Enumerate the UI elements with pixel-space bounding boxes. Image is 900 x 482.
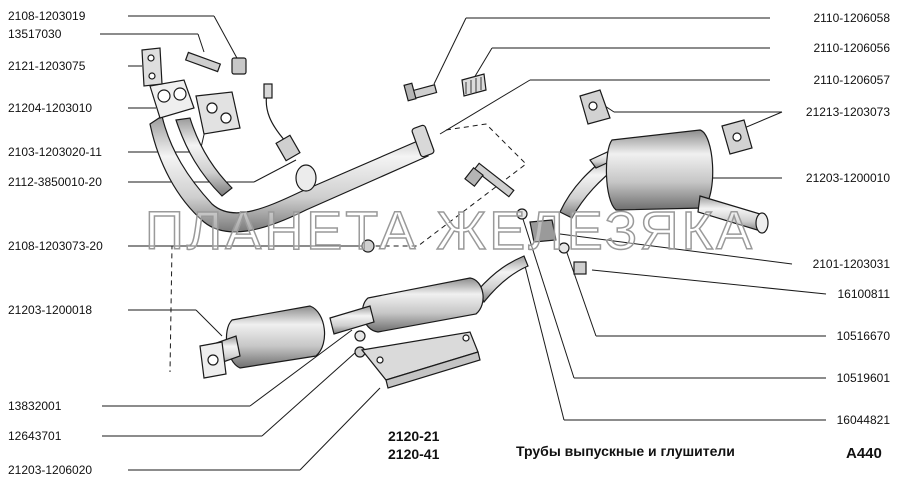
bracket-2101-1203031	[529, 219, 557, 243]
diagram-code: A440	[846, 445, 882, 462]
spring-bolt	[403, 73, 487, 102]
rubber-hanger-1	[579, 89, 611, 125]
label-left-6: 2112-3850010-20	[8, 175, 102, 189]
leader-16100811	[591, 269, 827, 295]
catalytic-converter	[199, 305, 326, 379]
label-left-9: 13832001	[8, 399, 62, 413]
label-left-7: 2108-1203073-20	[8, 239, 103, 253]
nut-2108-1203019	[231, 57, 247, 75]
label-right-5: 21203-1200010	[805, 171, 890, 185]
label-right-4: 21213-1203073	[805, 105, 890, 119]
washer-10519601	[516, 208, 528, 220]
nut-16100811	[573, 261, 587, 275]
diagram-title: Трубы выпускные и глушители	[516, 443, 735, 459]
rear-muffler	[559, 129, 769, 234]
label-left-2: 13517030	[8, 27, 62, 41]
label-right-6: 2101-1203031	[812, 257, 890, 271]
assembly-dashed-line	[169, 123, 527, 373]
label-right-7: 16100811	[837, 287, 891, 301]
label-left-8: 21203-1200018	[8, 303, 93, 317]
label-right-10: 16044821	[836, 413, 890, 427]
front-exhaust-pipe	[149, 115, 435, 233]
model-number-1: 2120-21	[388, 428, 440, 444]
label-left-3: 2121-1203075	[8, 59, 86, 73]
label-right-1: 2110-1206058	[813, 11, 890, 25]
label-left-5: 2103-1203020-11	[8, 145, 102, 159]
model-number-2: 2120-41	[388, 446, 440, 462]
stud-13517030	[184, 51, 222, 73]
washer-13832001	[354, 330, 366, 342]
label-right-8: 10516670	[836, 329, 890, 343]
rubber-hanger-2	[721, 119, 753, 155]
label-left-1: 2108-1203019	[8, 9, 86, 23]
label-right-2: 2110-1206056	[813, 41, 890, 55]
oxygen-sensor	[263, 83, 301, 162]
label-right-9: 10519601	[836, 371, 890, 385]
intermediate-pipe-resonator	[329, 255, 529, 335]
clamp-plate	[141, 47, 163, 87]
manifold-flange-gasket	[149, 79, 241, 135]
label-left-4: 21204-1203010	[8, 101, 93, 115]
heat-shield-21203-1206020	[360, 331, 481, 389]
leader-2101-1203031	[559, 233, 793, 265]
bolt-16044821	[464, 162, 515, 198]
label-left-11: 21203-1206020	[8, 463, 93, 477]
nut-2108-1203073-20	[361, 239, 375, 253]
label-left-10: 12643701	[8, 429, 62, 443]
washer-10516670	[558, 242, 570, 254]
label-right-3: 2110-1206057	[813, 73, 890, 87]
